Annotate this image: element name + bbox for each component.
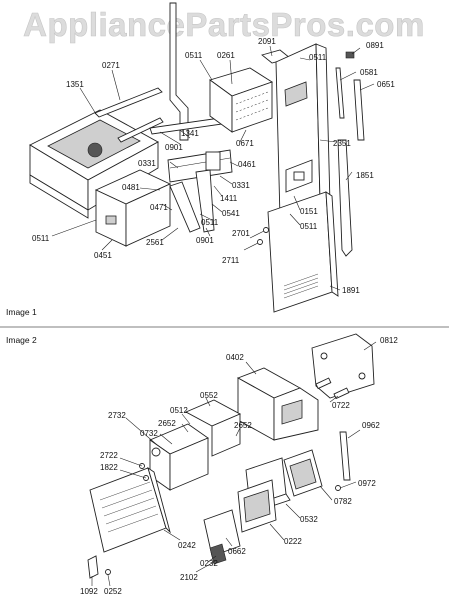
part-label: 0331 (138, 159, 156, 168)
part-label: 0512 (170, 406, 188, 415)
ice-maker-0261 (209, 67, 274, 133)
strip-0962 (339, 431, 351, 481)
labels-image-2: 0812 0402 0722 0552 2732 0512 0732 2652 … (80, 336, 398, 596)
part-label: 0901 (165, 143, 183, 152)
part-label: 0151 (300, 207, 318, 216)
part-label: 0511 (185, 51, 203, 60)
leader-lines-image-2 (91, 341, 377, 587)
strip-0581 (335, 67, 345, 119)
labels-image-1: 0271 1351 0511 0261 2091 0511 0891 0581 … (32, 37, 395, 295)
rail-1851 (337, 139, 353, 257)
arm-0901 (195, 169, 215, 233)
part-label: 1822 (100, 463, 118, 472)
part-label: 0782 (334, 497, 352, 506)
part-label: 0511 (32, 234, 50, 243)
part-label: 2652 (158, 419, 176, 428)
part-label: 0242 (178, 541, 196, 550)
front-panel-1891 (267, 191, 339, 313)
strip-0651 (353, 79, 365, 141)
leader-lines-image-1 (51, 45, 375, 291)
part-label: 2701 (232, 229, 250, 238)
part-label: 0511 (201, 218, 219, 227)
part-label: 2102 (180, 573, 198, 582)
watermark-text: AppliancePartsPros.com (23, 6, 425, 43)
part-label: 0541 (222, 209, 240, 218)
part-label: 2711 (222, 256, 240, 265)
cover-0552 (184, 399, 242, 457)
part-label: 0222 (284, 537, 302, 546)
screw-0972 (335, 485, 341, 491)
part-label: 0972 (358, 479, 376, 488)
screw-0252 (105, 569, 111, 575)
part-label: 0732 (140, 429, 158, 438)
part-label: 0891 (366, 41, 384, 50)
part-label: 0511 (300, 222, 318, 231)
part-label: 0261 (217, 51, 235, 60)
ice-bucket-0271 (29, 109, 159, 219)
part-label: 1341 (181, 129, 199, 138)
part-label: 0481 (122, 183, 140, 192)
auger-rod-0271 (94, 87, 163, 118)
part-label: 0232 (200, 559, 218, 568)
housing-0402 (236, 367, 319, 441)
part-label: 0461 (238, 160, 256, 169)
part-label: 2561 (146, 238, 164, 247)
part-label: 1891 (342, 286, 360, 295)
bar-0901-upper (117, 117, 164, 143)
bracket-0812 (311, 333, 375, 399)
part-label: 0722 (332, 401, 350, 410)
section-title-image-2: Image 2 (6, 335, 37, 345)
part-label: 0962 (362, 421, 380, 430)
box-0451 (94, 169, 172, 247)
part-label: 0552 (200, 391, 218, 400)
part-label: 2722 (100, 451, 118, 460)
part-label: 0812 (380, 336, 398, 345)
chute-0511-left (169, 2, 189, 141)
part-label: 0331 (232, 181, 250, 190)
part-label: 0402 (226, 353, 244, 362)
image-2-drawing: 0812 0402 0722 0552 2732 0512 0732 2652 … (80, 333, 398, 596)
part-label: 0451 (94, 251, 112, 260)
part-label: 0532 (300, 515, 318, 524)
part-label: 0662 (228, 547, 246, 556)
tray-0782 (283, 449, 323, 497)
part-label: 2732 (108, 411, 126, 420)
part-label: 0471 (150, 203, 168, 212)
lever-2561 (169, 181, 201, 233)
image-1-drawing: 0271 1351 0511 0261 2091 0511 0891 0581 … (29, 2, 395, 313)
housing-2351 (275, 43, 331, 219)
part-label: 1411 (220, 194, 238, 203)
part-label: 2652 (234, 421, 252, 430)
part-label: 0271 (102, 61, 120, 70)
screw-2701 (249, 227, 269, 239)
clip-1092 (87, 555, 99, 579)
bracket-1411 (167, 149, 233, 183)
part-label: 2351 (333, 139, 351, 148)
part-label: 2091 (258, 37, 276, 46)
part-label: 0511 (309, 53, 327, 62)
cup-0222 (237, 479, 277, 533)
part-label: 0651 (377, 80, 395, 89)
screw-2711 (243, 239, 263, 251)
part-label: 0581 (360, 68, 378, 77)
part-label: 1851 (356, 171, 374, 180)
section-title-image-1: Image 1 (6, 307, 37, 317)
part-label: 0901 (196, 236, 214, 245)
part-label: 0252 (104, 587, 122, 596)
part-label: 1092 (80, 587, 98, 596)
part-label: 1351 (66, 80, 84, 89)
motor-2732 (149, 423, 209, 491)
part-label: 0671 (236, 139, 254, 148)
grille-0242 (89, 466, 171, 553)
clip-0891 (345, 51, 355, 59)
